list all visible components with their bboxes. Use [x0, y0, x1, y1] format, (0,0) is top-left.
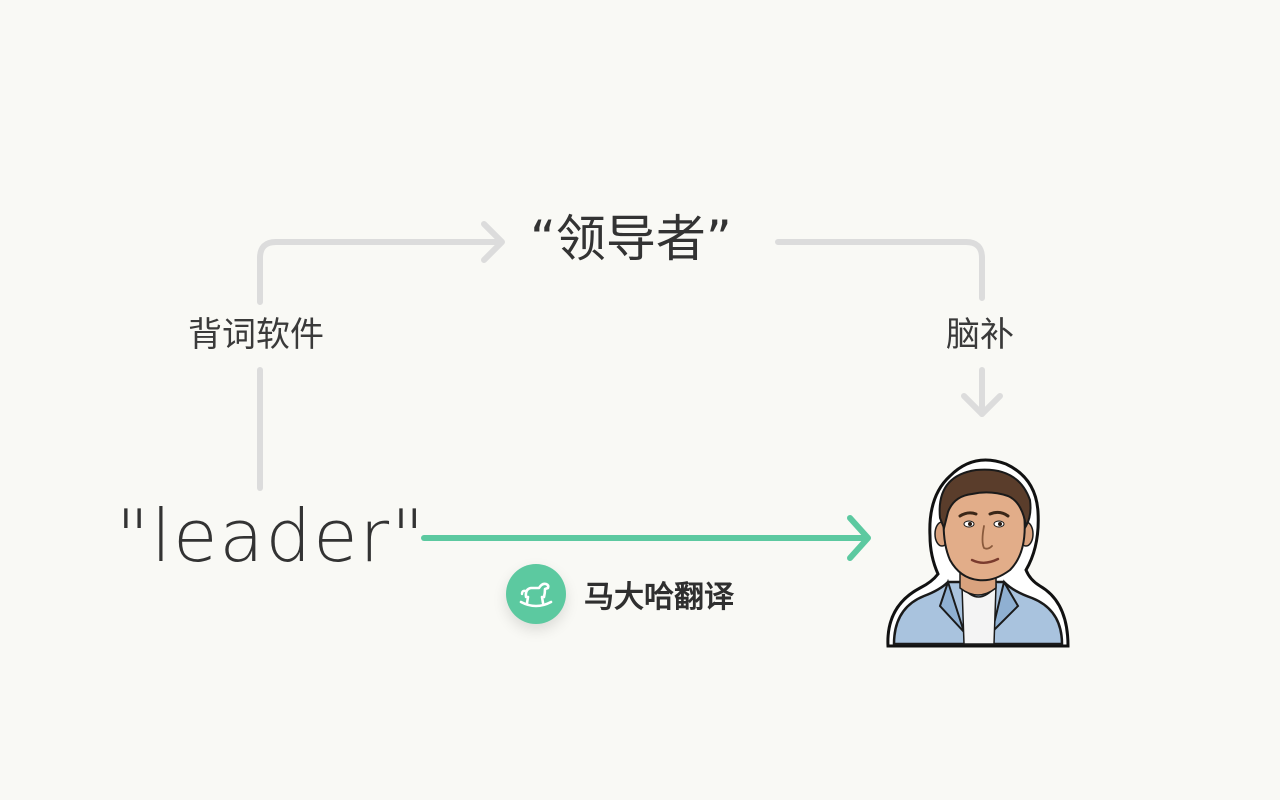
vocab-app-label: 背词软件 [188, 315, 324, 355]
right-connector-upper [775, 239, 985, 301]
person-avatar-illustration [886, 458, 1070, 648]
rocking-horse-icon [506, 564, 566, 624]
brand-name: 马大哈翻译 [584, 580, 734, 615]
left-connector-upper [257, 239, 503, 305]
target-word: “领导者” [530, 210, 732, 268]
source-word: "leader" [116, 494, 427, 578]
arrowhead-to-target-word [481, 221, 505, 263]
imagination-label: 脑补 [946, 315, 1014, 355]
brand-badge: 马大哈翻译 [506, 564, 734, 624]
arrowhead-to-avatar [961, 393, 1003, 417]
direct-translation-arrowhead [847, 515, 871, 561]
